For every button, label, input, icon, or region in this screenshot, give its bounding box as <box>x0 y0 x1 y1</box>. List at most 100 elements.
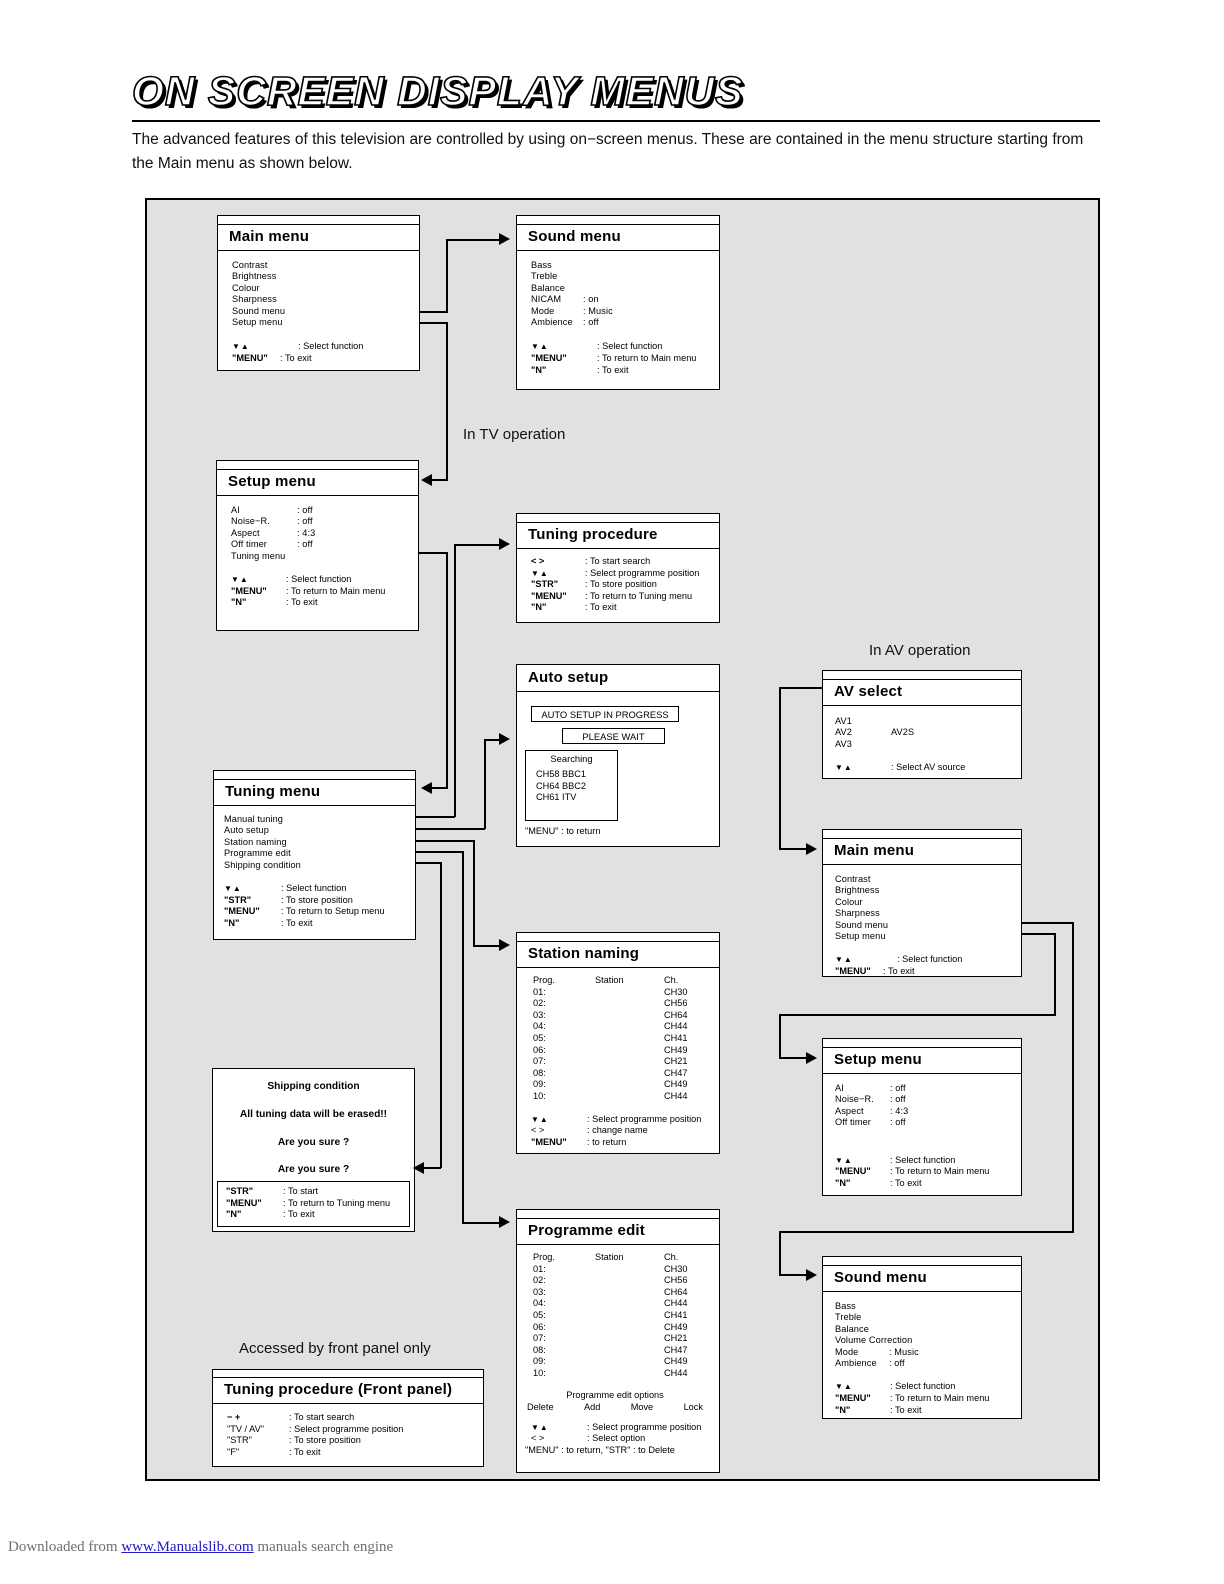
key-legend-row: ▼▲: Select programme position <box>531 1114 719 1126</box>
key-desc: : To return to Main menu <box>890 1166 990 1177</box>
table-row[interactable]: 07:CH21 <box>533 1333 719 1345</box>
menu-item[interactable]: Treble <box>531 271 719 282</box>
menu-item[interactable]: NICAM: on <box>531 294 719 305</box>
menu-item-label: Ambience <box>835 1358 877 1369</box>
table-row[interactable]: 08:CH47 <box>533 1068 719 1080</box>
auto-setup-footer: "MENU" : to return <box>525 826 601 836</box>
table-row[interactable]: 05:CH41 <box>533 1310 719 1322</box>
menu-item[interactable]: AI: off <box>231 505 418 516</box>
key-legend-row: ▼▲: Select function <box>231 574 418 586</box>
key-label: "MENU" <box>531 1136 567 1147</box>
programme-edit-options: Delete Add Move Lock <box>527 1402 703 1412</box>
table-row[interactable]: 04:CH44 <box>533 1021 719 1033</box>
table-row[interactable]: 02:CH56 <box>533 1275 719 1287</box>
table-row[interactable]: 01:CH30 <box>533 987 719 999</box>
menu-item[interactable]: Tuning menu <box>231 551 418 562</box>
menu-item[interactable]: Setup menu <box>232 317 419 328</box>
table-row[interactable]: 10:CH44 <box>533 1091 719 1103</box>
menu-item[interactable]: Colour <box>232 283 419 294</box>
menu-item-value: : 4:3 <box>297 527 316 538</box>
menu-item[interactable]: Mode: Music <box>835 1347 1021 1358</box>
key-legend: ▼▲: Select function "MENU": To return to… <box>835 1155 1021 1190</box>
cell-prog: 09: <box>533 1356 546 1367</box>
menu-item[interactable]: Station naming <box>224 837 415 848</box>
menu-item[interactable]: Off timer: off <box>835 1117 1021 1128</box>
menu-item[interactable]: Sound menu <box>835 920 1021 931</box>
option-move[interactable]: Move <box>630 1401 654 1412</box>
menu-item[interactable]: Brightness <box>835 885 1021 896</box>
av-source[interactable]: AV3 <box>835 739 1021 750</box>
menu-item[interactable]: Contrast <box>835 874 1021 885</box>
menu-item[interactable]: Aspect: 4:3 <box>835 1106 1021 1117</box>
table-row[interactable]: 08:CH47 <box>533 1345 719 1357</box>
menu-item[interactable]: Mode: Music <box>531 306 719 317</box>
manualslib-link[interactable]: www.Manualslib.com <box>121 1539 254 1555</box>
connector-line <box>779 1231 1074 1233</box>
page-title: ON SCREEN DISPLAY MENUS <box>131 67 744 115</box>
menu-item[interactable]: Auto setup <box>224 825 415 836</box>
menu-item[interactable]: Colour <box>835 897 1021 908</box>
menu-item[interactable]: Aspect: 4:3 <box>231 528 418 539</box>
key-desc: : To start search <box>289 1412 355 1422</box>
connector-arrow <box>499 939 510 951</box>
updown-arrows-icon: ▼▲ <box>835 763 853 773</box>
menu-item[interactable]: Bass <box>835 1301 1021 1312</box>
av-source[interactable]: AV1 <box>835 716 1021 727</box>
key-desc: : To exit <box>883 966 915 977</box>
title-bar <box>823 1039 1021 1048</box>
table-row[interactable]: 09:CH49 <box>533 1079 719 1091</box>
intro-paragraph: The advanced features of this television… <box>132 131 1084 172</box>
menu-item-label: Balance <box>835 1323 869 1334</box>
key-desc: : Select function <box>890 1154 956 1165</box>
key-legend-row: "MENU": To return to Main menu <box>231 586 418 598</box>
menu-item[interactable]: Noise−R.: off <box>231 516 418 527</box>
cell-prog: 09: <box>533 1079 546 1090</box>
menu-item[interactable]: Brightness <box>232 271 419 282</box>
menu-item[interactable]: Balance <box>835 1324 1021 1335</box>
menu-item[interactable]: Shipping condition <box>224 860 415 871</box>
menu-item[interactable]: Bass <box>531 260 719 271</box>
connector-arrow <box>806 1269 817 1281</box>
menu-item[interactable]: Noise−R.: off <box>835 1094 1021 1105</box>
table-row[interactable]: 03:CH64 <box>533 1010 719 1022</box>
menu-item[interactable]: Ambience: off <box>835 1358 1021 1369</box>
table-row[interactable]: 04:CH44 <box>533 1298 719 1310</box>
menu-item[interactable]: Setup menu <box>835 931 1021 942</box>
menu-item[interactable]: Off timer: off <box>231 539 418 550</box>
key-legend-row: < >: change name <box>531 1125 719 1137</box>
shipping-condition-confirm-2: Are you sure ? <box>277 1164 350 1175</box>
menu-item[interactable]: Manual tuning <box>224 814 415 825</box>
key-legend-row: "N": To exit <box>531 602 719 614</box>
table-row[interactable]: 05:CH41 <box>533 1033 719 1045</box>
option-delete[interactable]: Delete <box>527 1401 554 1412</box>
menu-item[interactable]: Sharpness <box>232 294 419 305</box>
table-row[interactable]: 09:CH49 <box>533 1356 719 1368</box>
table-row[interactable]: 10:CH44 <box>533 1368 719 1380</box>
table-header-row: Prog. Station Ch. <box>533 1252 719 1264</box>
menu-item[interactable]: Volume Correction <box>835 1335 1021 1346</box>
table-row[interactable]: 07:CH21 <box>533 1056 719 1068</box>
cell-prog: 08: <box>533 1067 546 1078</box>
menu-item[interactable]: AI: off <box>835 1083 1021 1094</box>
menu-item[interactable]: Contrast <box>232 260 419 271</box>
menu-item[interactable]: Treble <box>835 1312 1021 1323</box>
menu-item-label: Noise−R. <box>835 1094 874 1105</box>
menu-item[interactable]: Sharpness <box>835 908 1021 919</box>
menu-item[interactable]: Programme edit <box>224 848 415 859</box>
menu-item[interactable]: Ambience: off <box>531 317 719 328</box>
table-row[interactable]: 02:CH56 <box>533 998 719 1010</box>
table-row[interactable]: 01:CH30 <box>533 1264 719 1276</box>
table-row[interactable]: 06:CH49 <box>533 1322 719 1334</box>
key-label: "MENU" <box>224 906 260 917</box>
option-lock[interactable]: Lock <box>683 1401 703 1412</box>
menu-item-value: : 4:3 <box>890 1105 909 1116</box>
table-row[interactable]: 03:CH64 <box>533 1287 719 1299</box>
table-row[interactable]: 06:CH49 <box>533 1045 719 1057</box>
cell-channel: CH30 <box>664 1263 688 1274</box>
key-desc: : To exit <box>890 1404 922 1415</box>
menu-item[interactable]: Sound menu <box>232 306 419 317</box>
option-add[interactable]: Add <box>583 1401 601 1412</box>
menu-item[interactable]: Balance <box>531 283 719 294</box>
connector-line <box>1054 933 1056 1015</box>
